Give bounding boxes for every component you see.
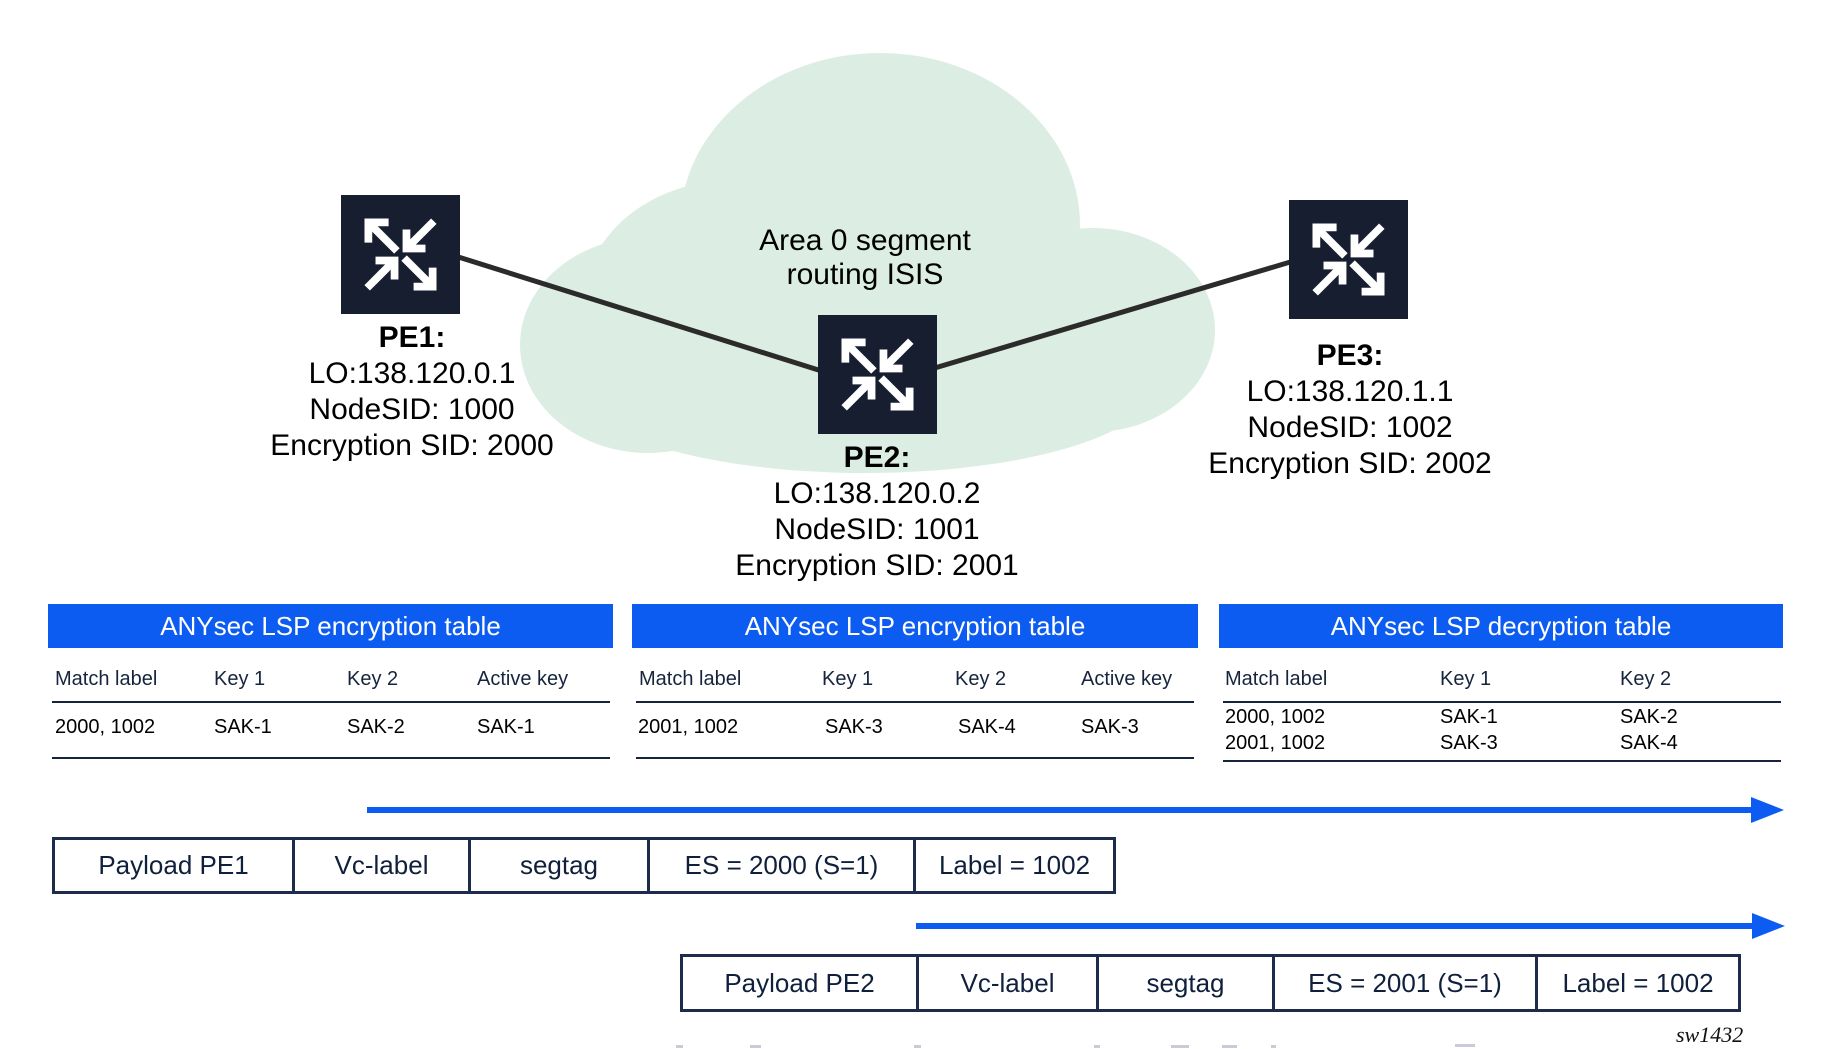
packet-field-payload: Payload PE1 — [52, 837, 295, 894]
col-header-match-label: Match label — [55, 668, 158, 690]
cropped-text-artifact — [1171, 1045, 1189, 1048]
col-header-key2: Key 2 — [347, 668, 399, 690]
cloud-label: Area 0 segment routing ISIS — [615, 224, 1115, 292]
col-header-match-label: Match label — [1225, 668, 1328, 690]
pe1-label: PE1: LO:138.120.0.1 NodeSID: 1000 Encryp… — [202, 320, 622, 464]
packet-pe1: Payload PE1 Vc-label segtag ES = 2000 (S… — [52, 837, 1116, 894]
cell-match-label-row1: 2000, 1002 — [1225, 706, 1326, 728]
col-header-key1: Key 1 — [214, 668, 266, 690]
packet-field-es: ES = 2000 (S=1) — [647, 837, 916, 894]
figure-id-watermark: sw1432 — [1676, 1022, 1744, 1047]
pe3-node-sid: NodeSID: 1002 — [1247, 411, 1453, 444]
pe3-encryption-sid: Encryption SID: 2002 — [1208, 447, 1492, 480]
cropped-text-artifact — [914, 1045, 921, 1048]
cell-active-key: SAK-3 — [1081, 716, 1139, 738]
cell-key2-row1: SAK-2 — [1620, 706, 1678, 728]
pe3-loopback: LO:138.120.1.1 — [1246, 375, 1454, 408]
table-title-bar: ANYsec LSP encryption table — [632, 604, 1198, 648]
pe1-encryption-sid: Encryption SID: 2000 — [270, 429, 554, 462]
cell-key2: SAK-4 — [958, 716, 1016, 738]
table-rule — [636, 757, 1194, 759]
link-pe1-pe2 — [451, 252, 829, 376]
table-title-bar: ANYsec LSP encryption table — [48, 604, 613, 648]
col-header-key2: Key 2 — [1620, 668, 1672, 690]
cell-match-label-rows: 2000, 1002 2001, 1002 — [1225, 704, 1325, 756]
pe2-name: PE2: — [843, 441, 911, 474]
col-header-match-label: Match label — [639, 668, 742, 690]
col-header-key1: Key 1 — [1440, 668, 1492, 690]
cropped-text-artifact — [1271, 1045, 1276, 1048]
anysec-decryption-table-pe3: ANYsec LSP decryption table Match label … — [1219, 604, 1783, 774]
pe2-loopback: LO:138.120.0.2 — [773, 477, 981, 510]
cloud-label-line1: Area 0 segment — [759, 224, 971, 257]
flow-arrow-pe2 — [916, 923, 1758, 929]
cell-match-label: 2001, 1002 — [638, 716, 739, 738]
table-rule — [1223, 760, 1781, 762]
router-icon-pe1 — [341, 195, 460, 314]
pe3-label: PE3: LO:138.120.1.1 NodeSID: 1002 Encryp… — [1140, 338, 1560, 482]
cell-key1: SAK-1 — [214, 716, 272, 738]
cell-key1-rows: SAK-1 SAK-3 — [1440, 704, 1498, 756]
packet-field-vc-label: Vc-label — [916, 954, 1099, 1012]
router-arrows-icon — [364, 218, 437, 291]
flow-arrow-pe2-head-icon — [1752, 913, 1785, 939]
col-header-key2: Key 2 — [955, 668, 1007, 690]
pe2-label: PE2: LO:138.120.0.2 NodeSID: 1001 Encryp… — [667, 440, 1087, 584]
packet-field-segtag: segtag — [1096, 954, 1275, 1012]
table-rule — [1223, 701, 1781, 703]
table-rule — [52, 757, 610, 759]
pe1-node-sid: NodeSID: 1000 — [309, 393, 515, 426]
col-header-active-key: Active key — [1081, 668, 1173, 690]
anysec-encryption-table-pe2: ANYsec LSP encryption table Match label … — [632, 604, 1198, 774]
packet-field-es: ES = 2001 (S=1) — [1272, 954, 1538, 1012]
cell-key2-rows: SAK-2 SAK-4 — [1620, 704, 1678, 756]
cell-active-key: SAK-1 — [477, 716, 535, 738]
packet-field-payload: Payload PE2 — [680, 954, 919, 1012]
cell-match-label: 2000, 1002 — [55, 716, 156, 738]
cropped-text-artifact — [676, 1045, 683, 1048]
table-rule — [636, 701, 1194, 703]
pe1-name: PE1: — [378, 321, 446, 354]
anysec-encryption-table-pe1: ANYsec LSP encryption table Match label … — [48, 604, 613, 774]
router-icon-pe2 — [818, 315, 937, 434]
col-header-key1: Key 1 — [822, 668, 874, 690]
router-arrows-icon — [1312, 223, 1385, 296]
packet-pe2: Payload PE2 Vc-label segtag ES = 2001 (S… — [680, 954, 1741, 1012]
pe1-loopback: LO:138.120.0.1 — [308, 357, 516, 390]
router-arrows-icon — [841, 338, 914, 411]
flow-arrow-pe1 — [367, 807, 1757, 813]
packet-field-segtag: segtag — [468, 837, 650, 894]
col-header-active-key: Active key — [477, 668, 569, 690]
table-rule — [52, 701, 610, 703]
cropped-text-artifact — [750, 1045, 761, 1048]
pe2-node-sid: NodeSID: 1001 — [774, 513, 980, 546]
cropped-text-artifact — [1222, 1045, 1237, 1048]
packet-field-label: Label = 1002 — [913, 837, 1116, 894]
packet-field-label: Label = 1002 — [1535, 954, 1741, 1012]
cell-key1-row2: SAK-3 — [1440, 732, 1498, 754]
link-lines — [451, 252, 1298, 376]
cropped-text-artifact — [1455, 1044, 1475, 1047]
cell-match-label-row2: 2001, 1002 — [1225, 732, 1326, 754]
table-title-bar: ANYsec LSP decryption table — [1219, 604, 1783, 648]
cell-key1: SAK-3 — [825, 716, 883, 738]
cloud-shape — [520, 53, 1215, 473]
cell-key2-row2: SAK-4 — [1620, 732, 1678, 754]
cropped-text-artifact — [1094, 1045, 1100, 1048]
cloud-label-line2: routing ISIS — [786, 258, 944, 291]
cell-key2: SAK-2 — [347, 716, 405, 738]
link-pe2-pe3 — [927, 257, 1298, 373]
cell-key1-row1: SAK-1 — [1440, 706, 1498, 728]
flow-arrow-pe1-head-icon — [1751, 797, 1784, 823]
pe3-name: PE3: — [1316, 339, 1384, 372]
router-icon-pe3 — [1289, 200, 1408, 319]
packet-field-vc-label: Vc-label — [292, 837, 471, 894]
pe2-encryption-sid: Encryption SID: 2001 — [735, 549, 1019, 582]
